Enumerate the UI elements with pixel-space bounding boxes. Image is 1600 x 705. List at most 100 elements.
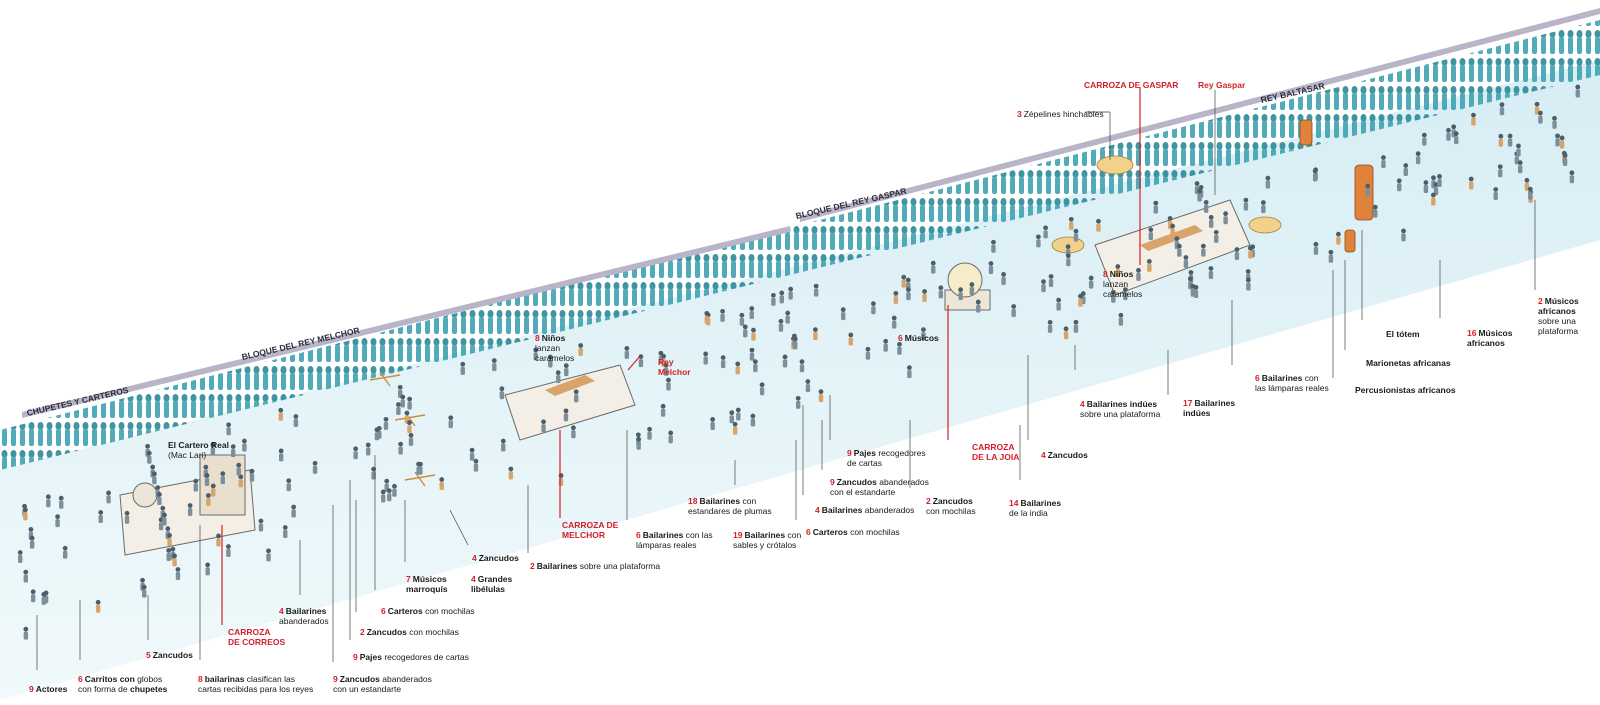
- performer-figure: [578, 343, 584, 356]
- performer-figure: [795, 395, 801, 409]
- performer-figure: [226, 544, 231, 558]
- performer-figure: [1234, 247, 1240, 261]
- carroza-melchor-float: [504, 364, 636, 441]
- performer-figure: [1372, 204, 1378, 218]
- label-text-2: con forma de: [78, 684, 130, 694]
- performer-figure: [1153, 200, 1159, 214]
- performer-figure: [95, 599, 101, 613]
- performer-figure: [58, 495, 64, 509]
- label-bold: Músicos: [904, 333, 939, 343]
- performer-figure: [870, 301, 876, 315]
- performer-figure: [1073, 319, 1079, 333]
- label-bold: Bailarines: [1020, 498, 1062, 508]
- performer-figure: [638, 354, 644, 368]
- performer-figure: [392, 483, 397, 497]
- performer-figure: [975, 299, 981, 313]
- performer-figure: [124, 510, 130, 524]
- label-text-2: estandares de plumas: [688, 506, 772, 516]
- label-text-2: cartas recibidas para los reyes: [198, 684, 314, 694]
- label-text-2: con el estandarte: [830, 487, 896, 497]
- performer-figure: [1011, 304, 1017, 317]
- performer-figure: [1453, 131, 1459, 145]
- performer-figure: [558, 473, 564, 487]
- label-count: 9: [353, 652, 358, 662]
- performer-figure: [1497, 164, 1503, 178]
- performer-figure: [162, 512, 167, 526]
- performer-figure: [750, 413, 756, 427]
- performer-figure: [788, 286, 794, 300]
- performer-figure: [1575, 84, 1581, 98]
- performer-figure: [792, 336, 798, 350]
- performer-figure: [210, 483, 216, 497]
- label-bold: Zancudos: [478, 553, 519, 563]
- performer-figure: [759, 382, 765, 396]
- performer-figure: [1507, 133, 1513, 147]
- performer-figure: [563, 363, 569, 377]
- performer-figure: [23, 626, 29, 640]
- label-count: 4: [1041, 450, 1046, 460]
- label-bold: Actores: [35, 684, 68, 694]
- performer-figure: [922, 289, 927, 302]
- label-text: recogedores de cartas: [381, 652, 469, 662]
- performer-figure: [1170, 223, 1176, 237]
- label-text: abanderados: [862, 505, 915, 515]
- performer-figure: [1336, 231, 1341, 245]
- label-text: abanderados: [876, 477, 929, 487]
- label-text: clasifican las: [244, 674, 295, 684]
- performer-figure: [380, 489, 386, 503]
- performer-figure: [570, 425, 576, 439]
- performer-figure: [720, 308, 725, 322]
- performer-figure: [187, 503, 193, 517]
- label-text: globos: [134, 674, 163, 684]
- label-count: 6: [78, 674, 83, 684]
- label-count: 6: [806, 527, 811, 537]
- performer-figure: [312, 460, 318, 474]
- performer-figure: [1471, 112, 1476, 126]
- performer-figure: [400, 394, 406, 408]
- performer-figure: [1146, 259, 1152, 272]
- performer-figure: [938, 285, 944, 299]
- performer-figure: [805, 379, 811, 393]
- performer-figure: [45, 494, 51, 508]
- performer-figure: [1468, 176, 1474, 190]
- performer-figure: [812, 327, 818, 341]
- label-text-3: caramelos: [1103, 289, 1143, 299]
- performer-figure: [991, 239, 996, 253]
- label-count: 9: [830, 477, 835, 487]
- label-bold: Zancudos: [366, 627, 407, 637]
- label-text-2: con un estandarte: [333, 684, 402, 694]
- performer-figure: [782, 354, 788, 368]
- label-bold: El Cartero Real: [168, 440, 229, 450]
- label-text: con las: [683, 530, 713, 540]
- label-rey-gaspar: Rey Gaspar: [1198, 80, 1246, 90]
- label-text-2: sobre una plataforma: [1080, 409, 1161, 419]
- performer-figure: [499, 386, 505, 400]
- performer-figure: [1403, 163, 1409, 177]
- libelulas: [369, 371, 436, 487]
- label-bold: Zancudos: [836, 477, 877, 487]
- performer-figure: [1065, 253, 1071, 267]
- performer-figure: [1223, 211, 1229, 225]
- performer-figure: [1555, 133, 1560, 147]
- performer-figure: [1213, 229, 1219, 243]
- label-count: 17: [1183, 398, 1193, 408]
- label-text: sobre una plataforma: [577, 561, 661, 571]
- performer-figure: [1115, 264, 1121, 278]
- performer-figure: [703, 351, 709, 365]
- performer-figure: [906, 287, 911, 301]
- label-bold-2: marroquís: [406, 584, 448, 594]
- performer-figure: [151, 471, 157, 485]
- performer-figure: [291, 504, 297, 518]
- performer-figure: [1265, 175, 1271, 189]
- label-bold: Marionetas africanas: [1366, 358, 1451, 368]
